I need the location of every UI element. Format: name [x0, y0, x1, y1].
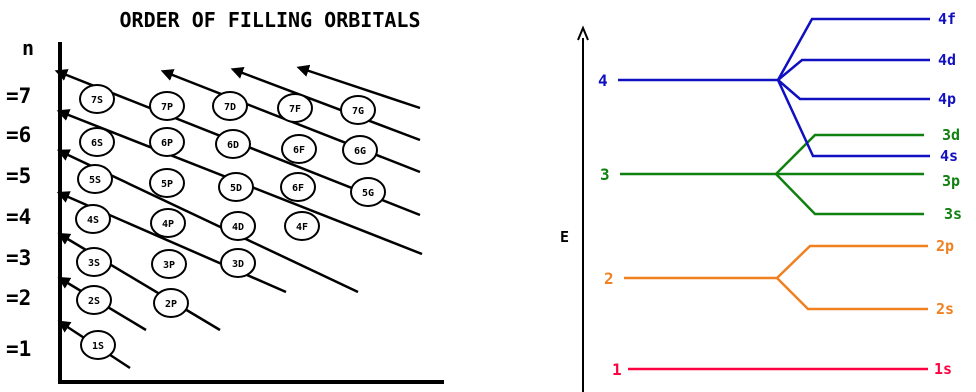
sublevel-label-2s: 2s [936, 300, 954, 318]
svg-text:2S: 2S [88, 296, 100, 307]
orbital-7f: 7F [277, 93, 313, 123]
svg-text:3P: 3P [163, 260, 175, 271]
row-label-n4: =4 [6, 205, 31, 229]
filling-order-panel: ORDER OF FILLING ORBITALS n =7 =6 =5 =4 … [6, 8, 444, 384]
svg-text:6P: 6P [161, 138, 173, 149]
svg-text:5D: 5D [230, 183, 242, 194]
energy-level-1: 1 1s [612, 360, 952, 379]
orbital-5s: 5S [77, 164, 113, 194]
orbital-1s: 1S [80, 330, 116, 360]
orbital-3d: 3D [220, 248, 256, 278]
sublevel-label-3p: 3p [942, 172, 960, 190]
svg-text:7F: 7F [289, 104, 301, 115]
panel-title: ORDER OF FILLING ORBITALS [119, 8, 420, 32]
orbital-4p: 4P [150, 208, 186, 238]
orbital-6g: 6G [342, 135, 378, 165]
orbital-5f: 6F [280, 172, 316, 202]
sublevel-label-4d: 4d [938, 51, 956, 69]
sublevel-label-4f: 4f [938, 10, 956, 28]
branch-2p [624, 244, 928, 280]
svg-text:6F: 6F [292, 183, 304, 194]
svg-text:6F: 6F [293, 145, 305, 156]
orbital-7p: 7P [149, 91, 185, 121]
energy-axis-arrow [577, 25, 589, 41]
sublevel-label-3d: 3d [942, 126, 960, 144]
orbital-3p: 3P [151, 249, 187, 279]
energy-level-2: 2 2p 2s [604, 237, 954, 318]
row-label-n5: =5 [6, 164, 31, 188]
branch-3s [775, 173, 924, 216]
row-label-n1: =1 [6, 337, 31, 361]
svg-text:4P: 4P [162, 219, 174, 230]
orbital-6f: 6F [281, 134, 317, 164]
orbital-7g: 7G [340, 95, 376, 125]
svg-text:5S: 5S [89, 175, 101, 186]
orbital-4s: 4S [75, 204, 111, 234]
row-label-n2: =2 [6, 286, 31, 310]
svg-text:7S: 7S [91, 95, 103, 106]
orbital-6d: 6D [215, 129, 251, 159]
energy-level-4: 4 4f 4d 4p 4s [598, 10, 958, 165]
orbital-5d: 5D [218, 172, 254, 202]
sublevel-label-3s: 3s [944, 205, 962, 223]
orbital-6p: 6P [149, 127, 185, 157]
svg-text:4F: 4F [296, 222, 308, 233]
orbital-4d: 4D [220, 211, 256, 241]
svg-text:7G: 7G [352, 106, 364, 117]
row-label-n6: =6 [6, 123, 31, 147]
level-label-1: 1 [612, 360, 622, 379]
orbital-5g: 5G [350, 177, 386, 207]
svg-text:2P: 2P [165, 299, 177, 310]
branch-4d [777, 58, 930, 81]
energy-level-panel: E 1 1s 2 2p 2s 3 3d 3p 3s 4 [560, 10, 962, 392]
svg-text:5G: 5G [362, 188, 374, 199]
orbital-7d: 7D [212, 91, 248, 121]
orbital-2p: 2P [153, 288, 189, 318]
sublevel-label-2p: 2p [936, 237, 954, 255]
svg-text:5P: 5P [161, 179, 173, 190]
orbital-3s: 3S [76, 247, 112, 277]
svg-text:1S: 1S [92, 341, 104, 352]
svg-text:6S: 6S [91, 138, 103, 149]
level-label-2: 2 [604, 269, 614, 288]
sublevel-label-1s: 1s [934, 360, 952, 378]
svg-text:4D: 4D [232, 222, 244, 233]
row-label-n3: =3 [6, 246, 31, 270]
orbital-5p: 5P [149, 168, 185, 198]
sublevel-label-4s: 4s [940, 147, 958, 165]
energy-level-3: 3 3d 3p 3s [600, 126, 962, 223]
diagonal-arrow-5 [56, 149, 359, 294]
energy-axis-label: E [560, 228, 569, 246]
orbital-7s: 7S [79, 84, 115, 114]
svg-text:4S: 4S [87, 215, 99, 226]
branch-4s [776, 79, 930, 158]
orbital-4f: 4F [284, 211, 320, 241]
diagonal-arrow-9 [230, 67, 421, 142]
orbital-2s: 2S [76, 285, 112, 315]
n-label: n [22, 36, 34, 60]
svg-text:3S: 3S [88, 258, 100, 269]
branch-3d [775, 133, 924, 175]
branch-4f [776, 17, 930, 81]
svg-text:6G: 6G [354, 146, 366, 157]
sublevel-label-4p: 4p [938, 90, 956, 108]
branch-2s [776, 277, 928, 311]
svg-text:7P: 7P [161, 102, 173, 113]
svg-text:7D: 7D [224, 102, 236, 113]
level-label-3: 3 [600, 165, 610, 184]
orbital-6s: 6S [79, 127, 115, 157]
diagonal-arrow-10 [296, 64, 421, 110]
branch-4p [777, 79, 930, 101]
svg-text:6D: 6D [227, 140, 239, 151]
svg-text:3D: 3D [232, 259, 244, 270]
row-label-n7: =7 [6, 84, 31, 108]
level-label-4: 4 [598, 71, 608, 90]
